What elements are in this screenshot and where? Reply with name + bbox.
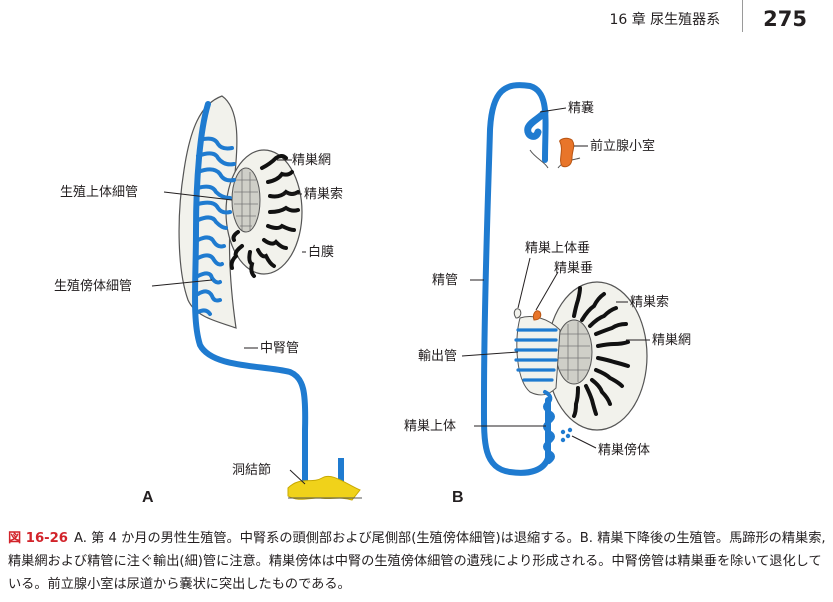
label-paradidymis: 精巣傍体 xyxy=(598,442,650,458)
appendix-epididymis xyxy=(513,308,522,319)
label-seminal-vesicle: 精嚢 xyxy=(568,100,594,116)
label-efferent-ductules-b: 輸出管 xyxy=(418,349,457,364)
label-appendix-epididymis: 精巣上体垂 xyxy=(525,241,590,256)
label-seminiferous-cords-a: 精巣索 xyxy=(304,187,343,202)
seminal-vesicle xyxy=(524,108,549,140)
figure-16-26: 精巣網 生殖上体細管 精巣索 白膜 生殖傍体細管 中腎管 洞結節 A xyxy=(54,82,691,506)
label-paradidymal-tubules: 生殖傍体細管 xyxy=(54,278,132,294)
label-appendix-testis: 精巣垂 xyxy=(554,261,593,276)
sinus-tubercle xyxy=(287,476,361,501)
mesonephric-duct-a xyxy=(192,101,309,491)
prostatic-utricle xyxy=(559,137,575,168)
label-rete-testis-b: 精巣網 xyxy=(652,333,691,348)
ductus-deferens xyxy=(480,82,551,476)
label-tunica-albuginea: 白膜 xyxy=(308,244,334,260)
header-divider xyxy=(742,0,744,32)
label-sinus-tubercle: 洞結節 xyxy=(232,463,271,478)
seminiferous-cords-b xyxy=(572,286,630,418)
rete-testis-b xyxy=(555,319,593,385)
label-rete-testis-a: 精巣網 xyxy=(292,153,331,168)
appendix-testis xyxy=(533,310,542,321)
efferent-tubules-a xyxy=(196,136,236,316)
figure-number: 図 16-26 xyxy=(8,531,68,546)
label-epididymis: 精巣上体 xyxy=(404,419,456,434)
label-prostatic-utricle: 前立腺小室 xyxy=(590,138,655,154)
label-ductus-deferens: 精管 xyxy=(432,273,458,288)
panel-label-b: B xyxy=(452,489,464,506)
efferent-ductules-b xyxy=(516,316,561,396)
panel-label-a: A xyxy=(142,489,154,506)
diagram-a: 精巣網 生殖上体細管 精巣索 白膜 生殖傍体細管 中腎管 洞結節 A xyxy=(54,95,362,506)
label-efferent-ductules: 生殖上体細管 xyxy=(60,184,138,200)
chapter-title: 16 章 尿生殖器系 xyxy=(609,12,721,28)
label-seminiferous-cords-b: 精巣索 xyxy=(630,295,669,310)
page-number: 275 xyxy=(763,7,807,31)
rete-testis-a xyxy=(231,167,261,233)
caption-text: A. 第 4 か月の男性生殖管。中腎系の頭側部および尾側部(生殖傍体細管)は退縮… xyxy=(8,531,826,592)
page-header: 16 章 尿生殖器系 275 xyxy=(609,0,807,32)
paradidymis xyxy=(560,427,573,443)
label-mesonephric-duct: 中腎管 xyxy=(260,341,299,356)
diagram-b: 精嚢 前立腺小室 精巣上体垂 精巣垂 精管 精巣索 精巣網 輸出管 精巣上体 精… xyxy=(404,82,691,506)
